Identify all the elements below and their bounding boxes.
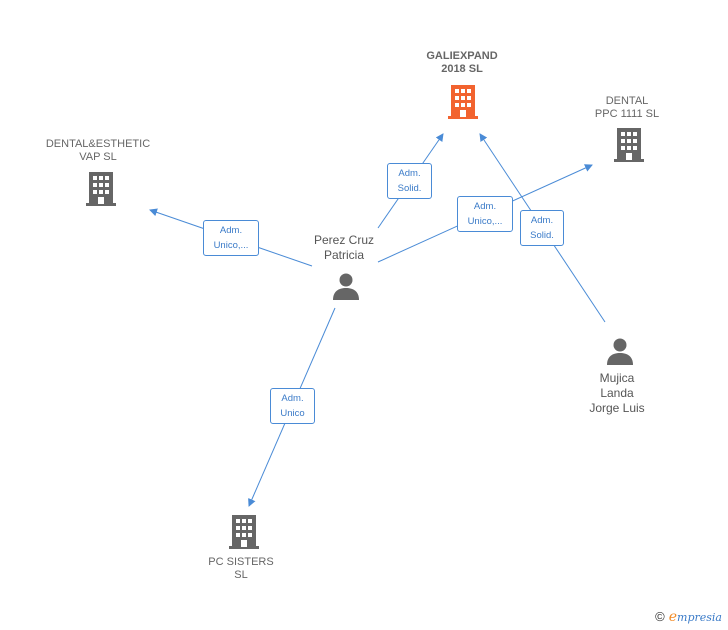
empresia-logo-text: mpresia — [677, 611, 722, 624]
edge-label-line: Adm. — [530, 215, 554, 226]
copyright-symbol: © — [655, 609, 665, 624]
edge-label-line: Adm. — [219, 225, 243, 236]
edge-label-perez-dental-ppc[interactable]: Adm. Unico,... — [457, 196, 513, 232]
node-label-pc-sisters[interactable]: PC SISTERS SL — [208, 556, 273, 582]
edge-label-perez-dental-esthetic[interactable]: Adm. Unico,... — [203, 220, 259, 256]
edge-label-line: Solid. — [397, 183, 422, 194]
edge-label-line: Adm. — [281, 393, 304, 404]
building-icon-galiexpand[interactable] — [448, 85, 478, 119]
building-icon-dental-esthetic[interactable] — [86, 172, 116, 206]
person-icon-perez[interactable] — [332, 272, 360, 300]
edge-label-line: Unico,... — [467, 216, 503, 227]
copyright-footer: ©empresia — [655, 609, 722, 625]
node-label-perez[interactable]: Perez Cruz Patricia — [314, 233, 374, 263]
node-label-line: DENTAL — [605, 95, 649, 107]
edge-label-line: Adm. — [398, 168, 421, 179]
node-label-line: VAP SL — [79, 151, 117, 163]
node-label-line: 2018 SL — [441, 63, 483, 75]
edge-label-mujica-galiexpand[interactable]: Adm. Solid. — [520, 210, 564, 246]
edge-label-line: Solid. — [530, 230, 554, 241]
node-label-line: PC SISTERS — [208, 556, 274, 568]
node-label-line: PPC 1111 SL — [594, 108, 660, 120]
node-label-line: GALIEXPAND — [426, 50, 498, 62]
node-label-line: SL — [234, 569, 248, 581]
edge-label-line: Unico,... — [213, 240, 249, 251]
node-label-dental-esthetic[interactable]: DENTAL&ESTHETIC VAP SL — [46, 138, 150, 164]
node-label-line: Landa — [600, 386, 634, 400]
node-label-line: Patricia — [323, 248, 364, 262]
node-label-mujica[interactable]: Mujica Landa Jorge Luis — [589, 371, 644, 416]
edge-label-line: Unico — [280, 408, 305, 419]
node-label-line: DENTAL&ESTHETIC — [45, 138, 151, 150]
person-icon-mujica[interactable] — [606, 337, 634, 365]
node-label-line: Jorge Luis — [589, 401, 645, 415]
edge-label-perez-galiexpand[interactable]: Adm. Solid. — [387, 163, 432, 199]
node-label-line: Perez Cruz — [313, 233, 375, 247]
edge-label-line: Adm. — [473, 201, 497, 212]
node-label-line: Mujica — [599, 371, 635, 385]
building-icon-pc-sisters[interactable] — [229, 515, 259, 549]
node-label-dental-ppc[interactable]: DENTAL PPC 1111 SL — [595, 95, 659, 121]
building-icon-dental-ppc[interactable] — [614, 128, 644, 162]
node-label-galiexpand[interactable]: GALIEXPAND 2018 SL — [426, 50, 497, 76]
edge-label-perez-pc-sisters[interactable]: Adm. Unico — [270, 388, 315, 424]
empresia-logo-initial: e — [668, 609, 678, 625]
